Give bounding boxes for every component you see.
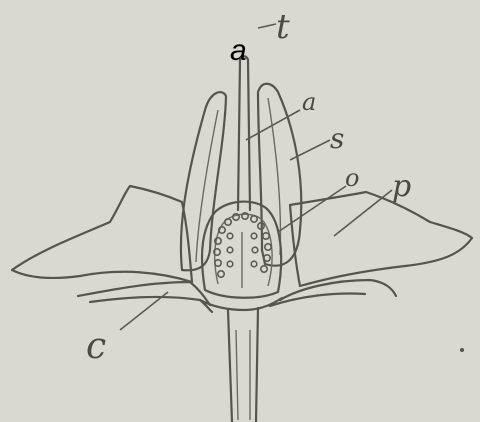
speck-mark	[460, 348, 464, 352]
label-s: s	[330, 122, 344, 155]
label-a-hand: a	[302, 88, 316, 116]
label-c: c	[86, 326, 106, 367]
label-a-print: a	[230, 34, 247, 67]
label-p: p	[392, 169, 411, 204]
label-o: o	[345, 164, 359, 192]
label-t: t	[276, 7, 290, 47]
